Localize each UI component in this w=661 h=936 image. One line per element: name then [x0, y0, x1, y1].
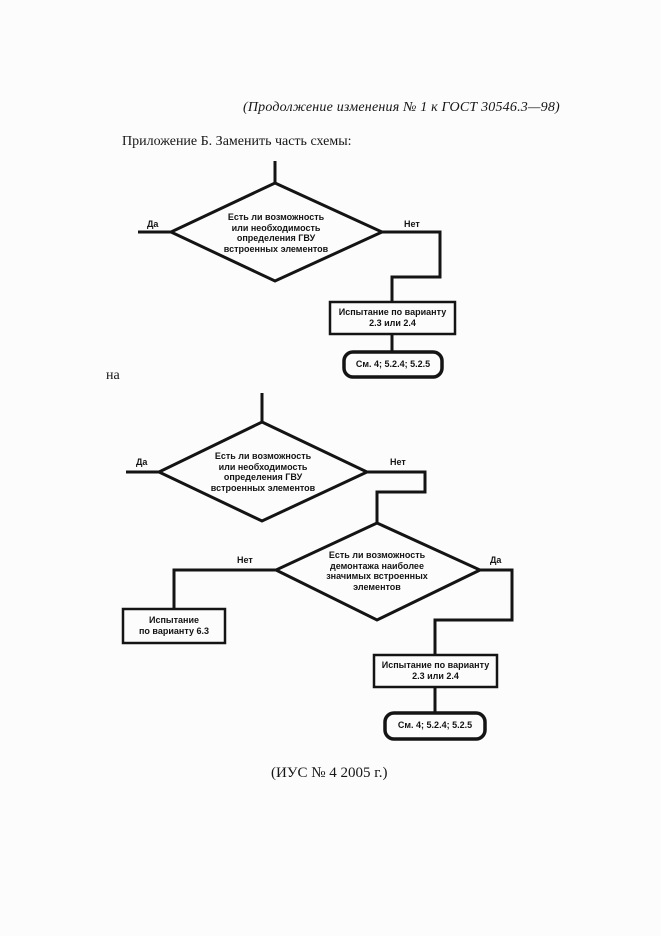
yes-label-1: Да	[136, 457, 148, 467]
decision-diamond-1	[155, 420, 371, 523]
terminator-text: См. 4; 5.2.4; 5.2.5	[355, 359, 431, 369]
no-label-1: Нет	[390, 457, 406, 467]
decision-diamond	[167, 181, 386, 283]
flowchart-2	[121, 393, 514, 741]
process-box-right	[372, 653, 499, 689]
no-branch-line	[382, 230, 442, 302]
intro-text: Приложение Б. Заменить часть схемы:	[122, 134, 352, 149]
flowchart-1	[138, 161, 457, 379]
process-left-text: Испытание по варианту 6.3	[139, 615, 209, 636]
decision-text: Есть ли возможность или необходимость оп…	[223, 212, 329, 254]
no-branch-line-2	[172, 568, 276, 609]
process-right-text: Испытание по варианту 2.3 или 2.4	[381, 660, 490, 681]
no-label: Нет	[404, 219, 420, 229]
decision-diamond-2	[272, 521, 484, 622]
footer-text: (ИУС № 4 2005 г.)	[271, 765, 388, 781]
decision-text-1: Есть ли возможность или необходимость оп…	[210, 451, 316, 493]
process-box	[328, 300, 457, 336]
process-text: Испытание по варианту 2.3 или 2.4	[338, 307, 447, 328]
page-header: (Продолжение изменения № 1 к ГОСТ 30546.…	[243, 100, 560, 115]
terminator-box	[383, 711, 487, 741]
connector-word: на	[106, 368, 120, 383]
no-branch-line-1	[367, 470, 427, 523]
terminator-box	[342, 350, 444, 379]
yes-label-2: Да	[490, 555, 502, 565]
process-box-left	[121, 607, 227, 645]
yes-label: Да	[147, 219, 159, 229]
yes-branch-line-2	[433, 568, 514, 655]
no-label-2: Нет	[237, 555, 253, 565]
decision-text-2: Есть ли возможность демонтажа наиболее з…	[326, 550, 428, 592]
terminator-text: См. 4; 5.2.4; 5.2.5	[397, 720, 473, 730]
